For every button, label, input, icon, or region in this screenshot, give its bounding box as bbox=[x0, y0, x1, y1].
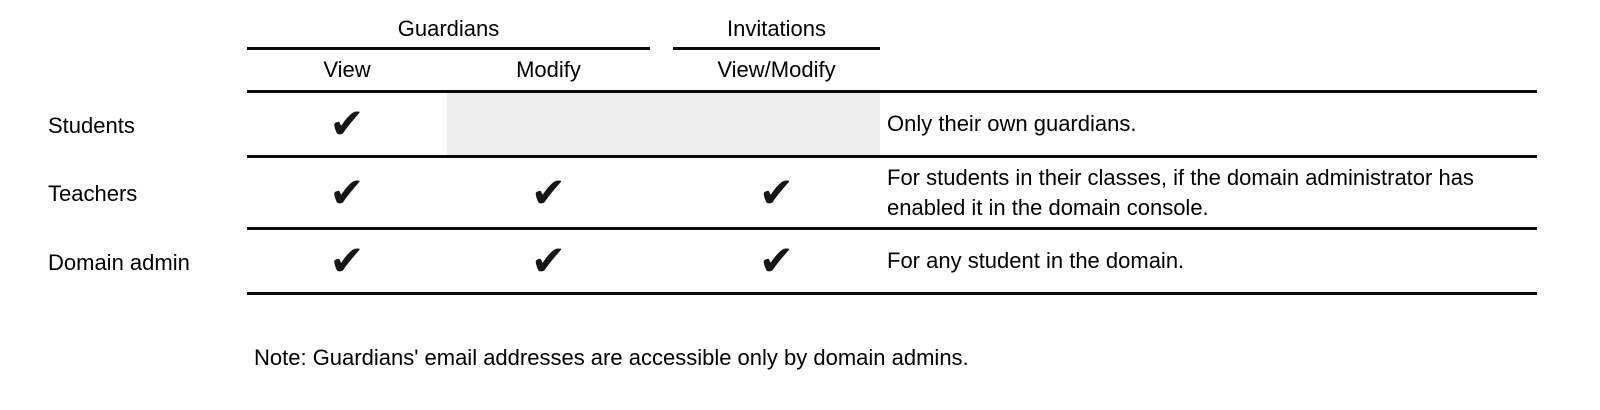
column-header-view-modify: View/Modify bbox=[717, 57, 836, 82]
table-row-domain-admin: Domain admin ✔ ✔ ✔ For any student in th… bbox=[0, 230, 1537, 295]
check-icon: ✔ bbox=[758, 236, 795, 285]
table-row-teachers: Teachers ✔ ✔ ✔ For students in their cla… bbox=[0, 158, 1537, 230]
group-header-guardians: Guardians bbox=[247, 8, 650, 50]
note-domain-admin: For any student in the domain. bbox=[887, 248, 1185, 274]
table-subheader-row: View Modify View/Modify bbox=[0, 50, 1537, 93]
corner-empty-cell bbox=[0, 8, 247, 50]
guardians-permissions-document: Guardians Invitations View Modify View/M… bbox=[0, 8, 1600, 370]
table-row-students: Students ✔ Only their own guardians. bbox=[0, 93, 1537, 158]
check-icon: ✔ bbox=[329, 99, 365, 148]
column-header-modify: Modify bbox=[516, 57, 581, 82]
check-icon: ✔ bbox=[758, 167, 795, 217]
group-notes-empty-cell bbox=[880, 8, 1537, 50]
cell-students-disabled-shaded bbox=[447, 93, 880, 155]
subheader-cells: View Modify View/Modify bbox=[247, 50, 1537, 93]
check-icon: ✔ bbox=[530, 167, 567, 217]
row-label-domain-admin: Domain admin bbox=[48, 249, 190, 275]
check-icon: ✔ bbox=[329, 167, 365, 217]
students-cells: ✔ Only their own guardians. bbox=[247, 93, 1537, 158]
cell-teachers-guardians-modify: ✔ bbox=[447, 158, 650, 227]
teachers-gap-cell bbox=[650, 158, 673, 227]
cell-domain-admin-invitations-view-modify: ✔ bbox=[673, 230, 880, 292]
cell-domain-admin-guardians-view: ✔ bbox=[247, 230, 447, 292]
domain-admin-gap-cell bbox=[650, 230, 673, 292]
group-gap-cell bbox=[650, 8, 673, 50]
note-teachers: For students in their classes, if the do… bbox=[887, 164, 1474, 220]
domain-admin-cells: ✔ ✔ ✔ For any student in the domain. bbox=[247, 230, 1537, 295]
column-header-view: View bbox=[323, 57, 371, 82]
cell-teachers-invitations-view-modify: ✔ bbox=[673, 158, 880, 227]
check-icon: ✔ bbox=[530, 236, 567, 285]
table-group-header-row: Guardians Invitations bbox=[0, 8, 1537, 50]
teachers-cells: ✔ ✔ ✔ For students in their classes, if … bbox=[247, 158, 1537, 230]
group-header-cells: Guardians Invitations bbox=[247, 8, 1537, 50]
subheader-notes-empty-cell bbox=[880, 50, 1537, 90]
check-icon: ✔ bbox=[329, 236, 365, 285]
cell-students-guardians-view: ✔ bbox=[247, 93, 447, 155]
subheader-empty-cell bbox=[0, 50, 247, 93]
note-students: Only their own guardians. bbox=[887, 111, 1137, 137]
footnote-text: Note: Guardians' email addresses are acc… bbox=[254, 345, 969, 370]
row-label-students: Students bbox=[48, 112, 135, 138]
subheader-gap-cell bbox=[650, 50, 673, 90]
cell-teachers-guardians-view: ✔ bbox=[247, 158, 447, 227]
permissions-table: Guardians Invitations View Modify View/M… bbox=[0, 8, 1600, 295]
cell-domain-admin-guardians-modify: ✔ bbox=[447, 230, 650, 292]
group-header-invitations: Invitations bbox=[673, 8, 880, 50]
row-label-teachers: Teachers bbox=[48, 181, 138, 206]
